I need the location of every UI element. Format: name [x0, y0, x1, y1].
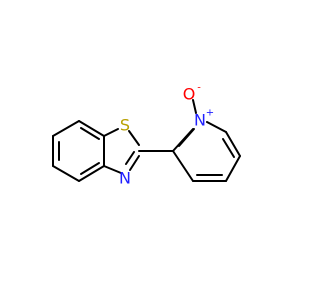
bond — [129, 155, 140, 171]
pyridine-nitrogen-atom: N + — [194, 108, 214, 130]
bond — [225, 131, 241, 157]
negative-charge: - — [197, 83, 201, 94]
bond — [172, 150, 194, 182]
bond — [128, 130, 140, 146]
bond — [78, 120, 105, 137]
double-bond-inner — [178, 128, 195, 147]
thiazole-nitrogen-atom: N — [119, 169, 131, 188]
double-bond-inner — [125, 151, 135, 165]
bond — [206, 121, 227, 133]
sulfur-atom: S — [120, 116, 130, 135]
sulfur-symbol: S — [120, 116, 130, 135]
bond — [103, 165, 122, 174]
bond — [52, 165, 80, 182]
oxide-oxygen-atom: O - — [183, 83, 201, 104]
bond — [52, 120, 80, 137]
bond — [78, 165, 105, 182]
pyridine-nitrogen-symbol: N — [194, 111, 206, 130]
double-bond-inner — [80, 162, 100, 175]
bond — [103, 128, 119, 137]
positive-charge: + — [206, 108, 214, 119]
double-bond-inner — [80, 127, 100, 140]
structure-canvas: S N N + O - — [52, 83, 241, 188]
bond — [192, 99, 197, 114]
molecule-drawing: S N N + O - — [52, 83, 241, 188]
thiazole-nitrogen-symbol: N — [119, 169, 131, 188]
bond — [225, 155, 241, 182]
oxide-oxygen-symbol: O — [183, 85, 196, 104]
double-bond-inner — [222, 138, 235, 158]
